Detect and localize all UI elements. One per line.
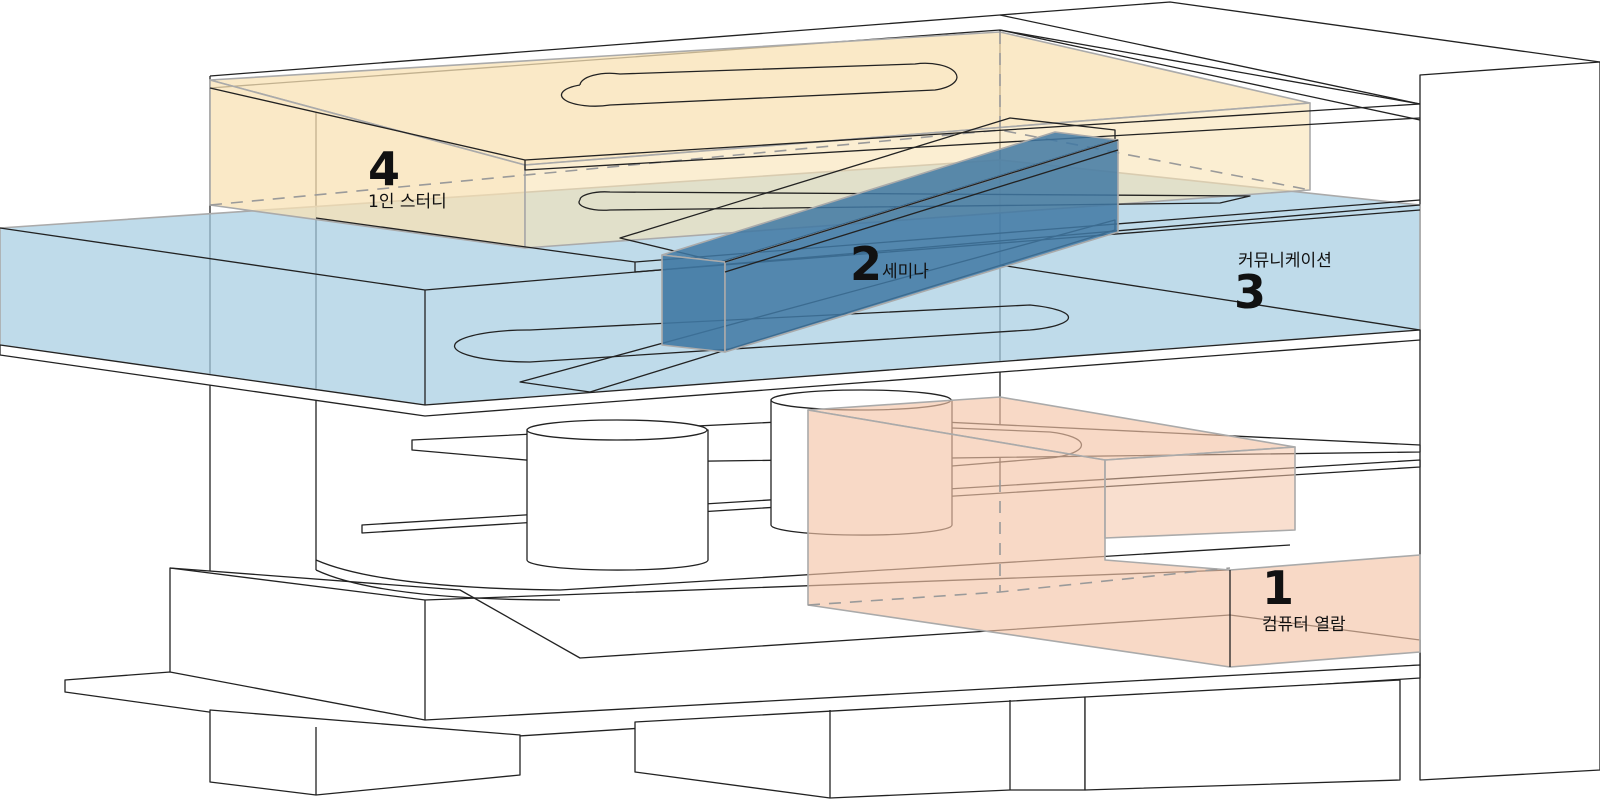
cylinder-left (526, 419, 709, 571)
right-wall (1419, 61, 1600, 781)
roof-edge (209, 1, 1600, 77)
zone-2-front (661, 254, 726, 353)
zone-labels: 4 1인 스터디 2 세미나 커뮤니케이션 3 1 컴퓨터 열람 (368, 142, 1346, 635)
zone-2-seminar (661, 131, 1119, 353)
zone-3-number: 3 (1234, 265, 1266, 319)
zone-2-label: 세미나 (882, 262, 929, 282)
zone-4-label: 1인 스터디 (368, 192, 447, 212)
zone-3-label: 커뮤니케이션 (1238, 251, 1332, 271)
mezzanine-edge-2 (634, 209, 1421, 273)
foundation-1 (209, 709, 521, 796)
zone-3-inner-line (999, 264, 1421, 331)
upper-slab-back-2 (999, 29, 1421, 121)
curved-floor-edge (315, 544, 1291, 591)
roof-inner-edge (999, 14, 1421, 105)
zone-1-computer-reading (807, 396, 1421, 668)
zone-1-label: 컴퓨터 열람 (1262, 615, 1346, 635)
ground-plinth (64, 664, 1421, 743)
zone-2-number: 2 (850, 237, 882, 291)
main-floor-slab-edge (0, 329, 1421, 417)
curved-floor-edge-2 (315, 569, 561, 601)
zone-2-ramp-edge (724, 139, 1119, 263)
zone-4-number: 4 (368, 142, 400, 196)
upper-floor-edge-2 (524, 117, 1421, 171)
foundation-3 (1084, 679, 1401, 791)
zone-1-side (1104, 446, 1296, 539)
oval-track-top (560, 62, 958, 107)
zone-2-ramp-edge-2 (724, 149, 1119, 273)
oval-track-main (453, 304, 1070, 363)
zone-1-number: 1 (1262, 561, 1294, 615)
building-structure (64, 1, 1600, 799)
